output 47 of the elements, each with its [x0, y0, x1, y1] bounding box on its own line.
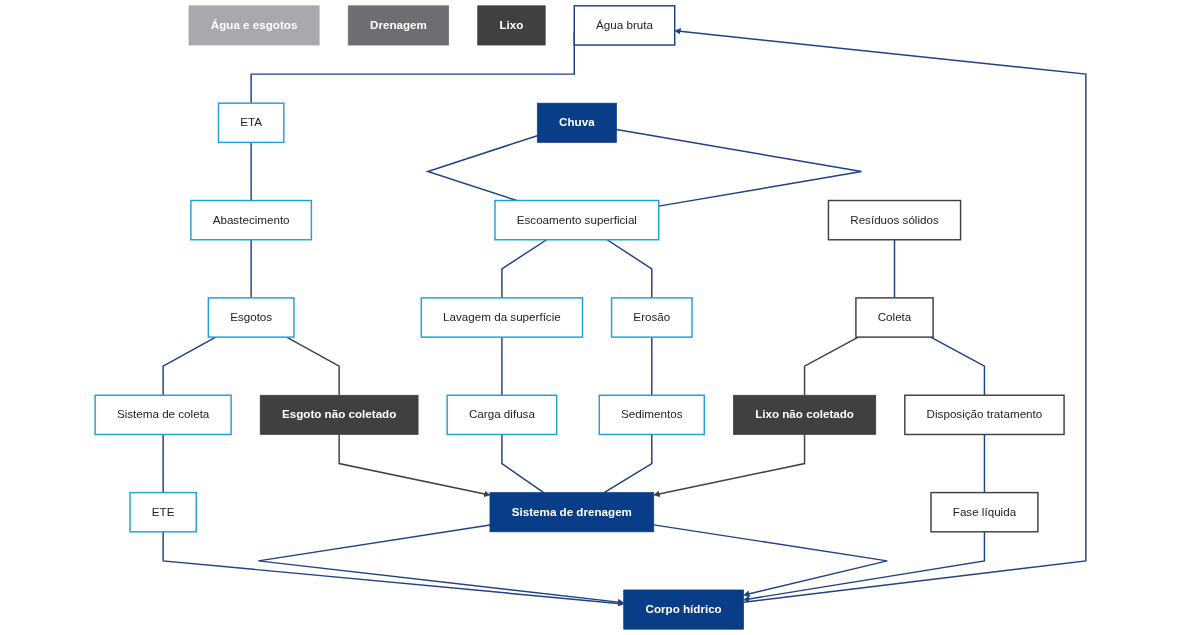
node-box: Sistema de drenagem [489, 492, 655, 533]
arrow [674, 28, 1087, 604]
connector [803, 336, 859, 396]
connector [606, 239, 653, 299]
arrow [162, 531, 624, 607]
connector [501, 239, 548, 299]
node-box: Sedimentos [598, 394, 705, 436]
arrow [743, 531, 986, 603]
node-box: Resíduos sólidos [827, 199, 962, 241]
node-box: Erosão [610, 297, 693, 338]
connector [615, 128, 863, 207]
node-box: Sistema de coleta [94, 394, 232, 436]
node-box: ETA [217, 102, 285, 144]
arrow [257, 524, 624, 606]
node-box: Disposição tratamento [904, 394, 1065, 436]
connector [501, 336, 503, 396]
node-box: Corpo hídrico [623, 589, 744, 630]
node-box: Lavagem da superfície [420, 297, 584, 338]
connector [250, 141, 252, 202]
connector [603, 433, 653, 494]
node-box: Esgotos [207, 297, 295, 338]
connector [501, 433, 545, 494]
node-box: Escoamento superficial [494, 199, 660, 241]
connector [162, 433, 164, 494]
connector [893, 239, 896, 299]
node-box: Lixo [477, 5, 546, 46]
arrow [653, 524, 888, 597]
connector [425, 135, 538, 202]
connector [983, 433, 986, 494]
node-box: Carga difusa [446, 394, 558, 436]
connector [651, 336, 653, 396]
node-box: Coleta [855, 297, 934, 338]
node-box: Água bruta [573, 5, 676, 46]
node-box: Chuva [536, 102, 617, 143]
arrow [653, 433, 806, 498]
node-box: Água e esgotos [188, 5, 320, 46]
node-box: Drenagem [347, 5, 449, 46]
node-box: Esgoto não coletado [259, 394, 419, 435]
connector [285, 336, 340, 396]
node-box: Fase líquida [930, 491, 1039, 533]
connector [930, 336, 986, 396]
node-box: Lixo não coletado [733, 394, 877, 435]
node-box: ETE [129, 491, 197, 533]
node-box: Abastecimento [190, 199, 313, 241]
connector [162, 336, 217, 396]
connector [250, 239, 252, 299]
arrow [338, 433, 491, 498]
